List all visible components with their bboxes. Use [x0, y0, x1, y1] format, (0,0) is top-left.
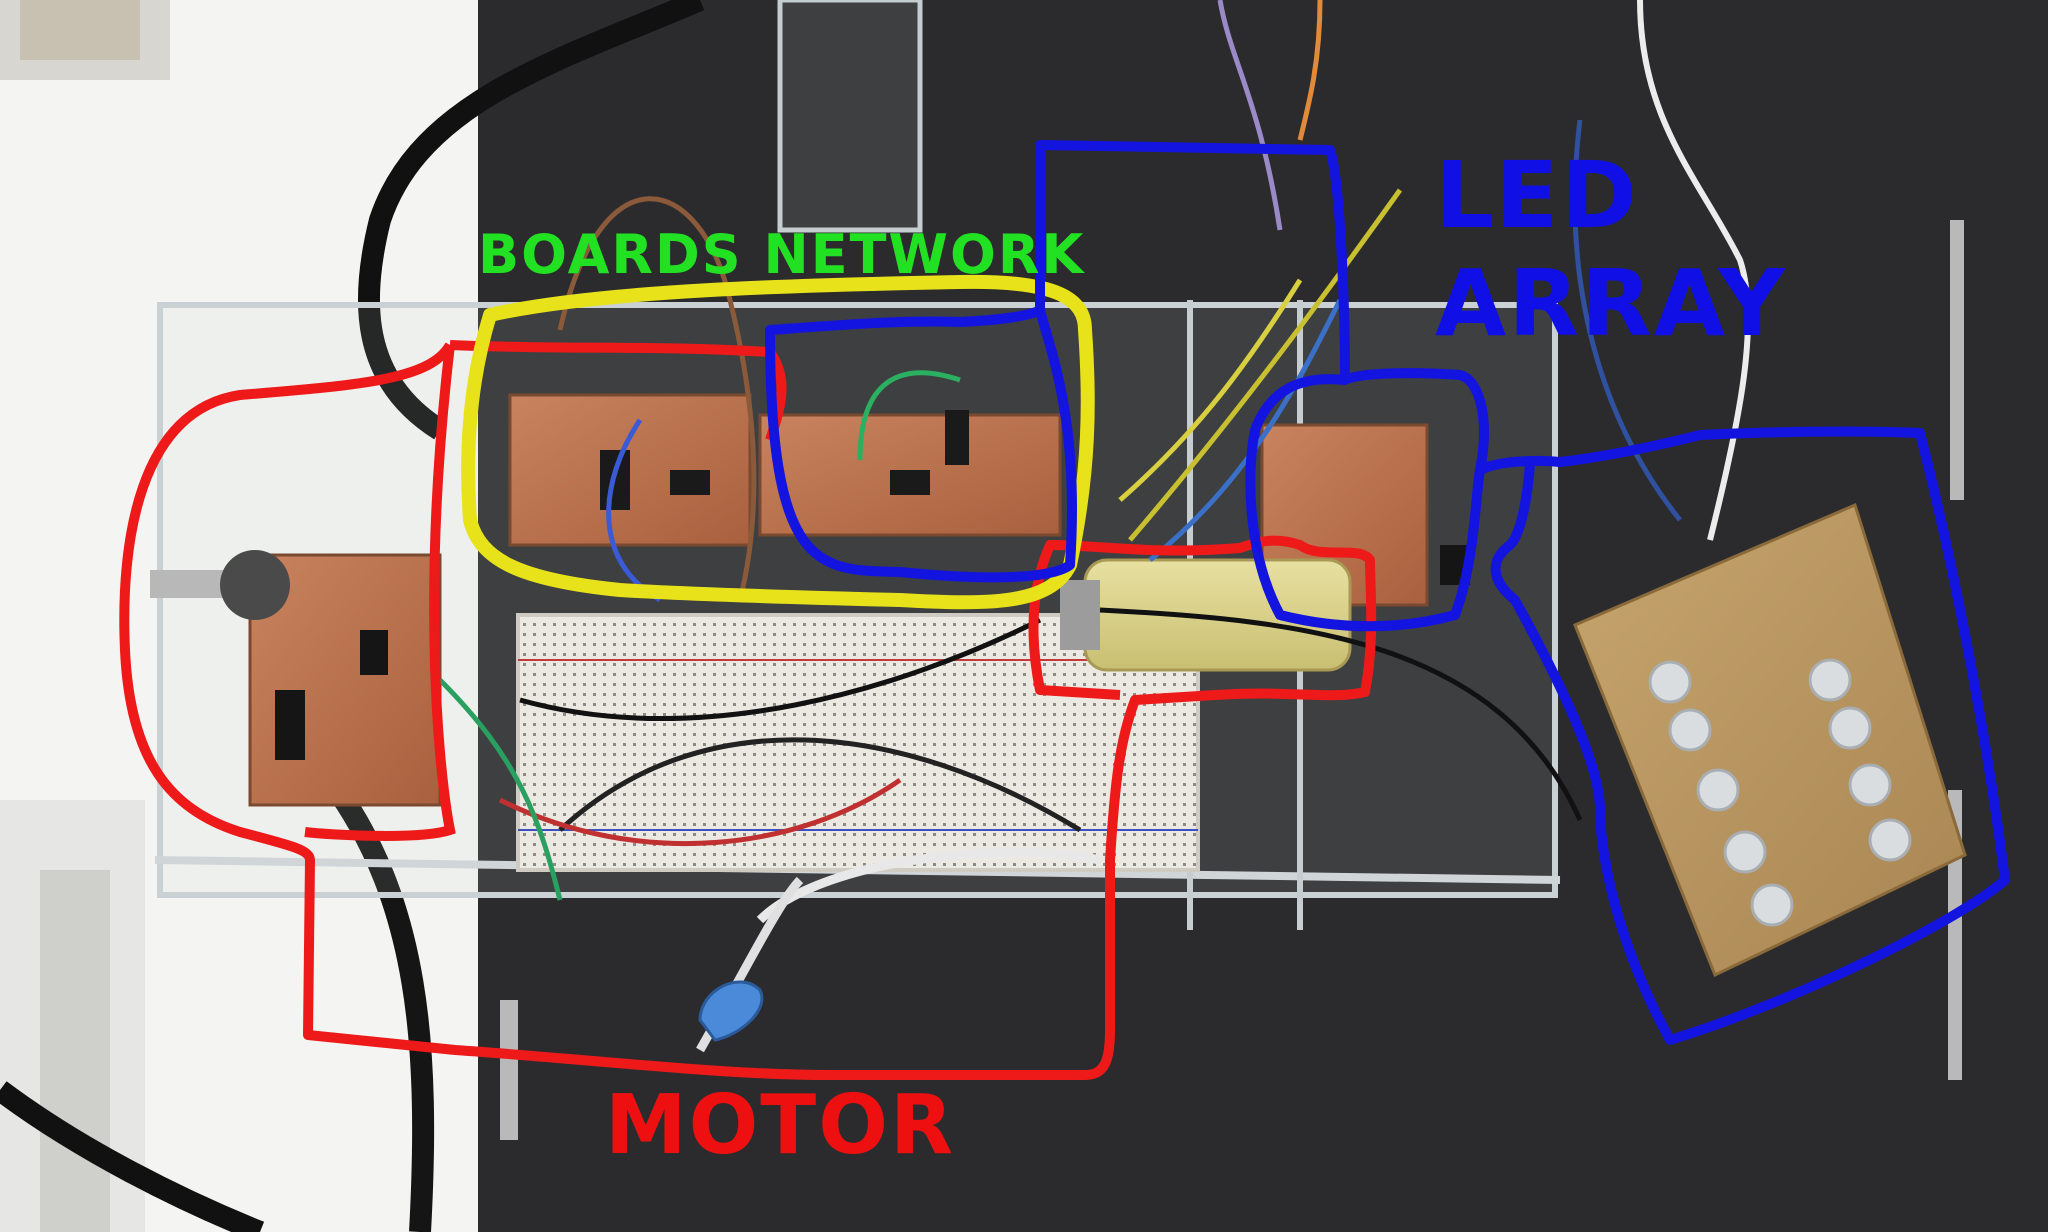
led-array-leds: [1648, 658, 1912, 927]
boards-network-outline: [461, 274, 1095, 610]
led-array-label: LED ARRAY: [1435, 142, 1787, 358]
black-cable-2: [0, 1081, 265, 1232]
led-array-label-line2: ARRAY: [1435, 250, 1787, 357]
jumper-wires: [438, 0, 1752, 1053]
motor-outline: [119, 340, 1377, 1080]
motor-label: MOTOR: [605, 1078, 956, 1173]
boards-network-label: BOARDS NETWORK: [478, 223, 1086, 286]
led-array-board: [1573, 502, 1967, 978]
led-array-label-line1: LED: [1435, 142, 1639, 249]
geared-motor: [1083, 558, 1352, 672]
led-array-outline: [765, 140, 2010, 1045]
blue-cable-clip: [698, 980, 764, 1042]
black-cable: [357, 0, 705, 440]
